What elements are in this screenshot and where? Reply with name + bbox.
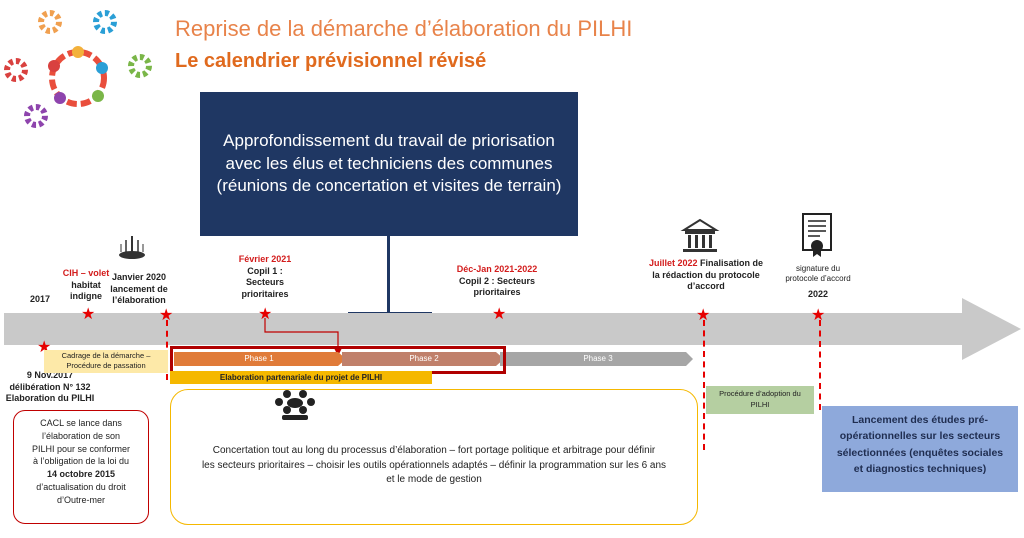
group-people-icon [275, 390, 315, 420]
etudes-box: Lancement des études pré- opérationnelle… [822, 406, 1018, 492]
cadrage-bar: Cadrage de la démarche – Procédure de pa… [44, 350, 168, 373]
cacl-box: CACL se lance dans l’élaboration de son … [13, 410, 149, 524]
phase-1-label: Phase 1 [244, 354, 274, 363]
page-subtitle: Le calendrier prévisionnel révisé [175, 50, 487, 72]
phase-highlight-frame [170, 346, 506, 374]
phases-track [174, 352, 693, 366]
banner-line: (réunions de concertation et visites de … [216, 176, 562, 196]
adoption-box: Procédure d’adoption du PILHI [706, 386, 814, 414]
milestone-jan2020: Janvier 2020 lancement de l’élaboration [110, 272, 168, 306]
milestone-cih: CIH – volet habitat indigne [62, 268, 110, 302]
banner-line: Approfondissement du travail de priorisa… [223, 130, 555, 150]
banner-line: avec les élus et techniciens des commune… [225, 153, 553, 173]
priorisation-banner: Approfondissement du travail de priorisa… [200, 92, 578, 236]
star-icon: ★ [492, 306, 507, 323]
document-icon [802, 213, 832, 257]
flower-logo-icon [4, 10, 152, 128]
star-icon: ★ [258, 306, 273, 323]
dashed-line [819, 320, 821, 410]
page-title: Reprise de la démarche d’élaboration du … [175, 16, 633, 41]
star-icon: ★ [81, 306, 96, 323]
milestone-feb2021: Février 2021 Copil 1 : Secteurs priorita… [238, 254, 292, 300]
milestone-dec2021: Déc-Jan 2021-2022 Copil 2 : Secteurs pri… [456, 264, 538, 298]
concertation-box [170, 389, 698, 525]
phase-2-label: Phase 2 [409, 354, 439, 363]
banner-stem [387, 236, 390, 314]
seed-plant-icon [119, 236, 145, 259]
star-icon: ★ [159, 307, 174, 324]
milestone-signature: signature du protocole d’accord 2022 [785, 264, 851, 299]
concertation-text: Concertation tout au long du processus d… [201, 445, 667, 485]
milestone-nov2017: 9 Nov.2017 délibération N° 132 Elaborati… [5, 370, 95, 404]
milestone-jul2022: Juillet 2022 Finalisation de la rédactio… [648, 258, 764, 292]
building-icon [680, 218, 720, 252]
star-icon: ★ [696, 307, 711, 324]
milestone-2017: 2017 [30, 294, 51, 304]
star-icon: ★ [811, 307, 826, 324]
dashed-line [703, 320, 705, 450]
elaboration-bar: Elaboration partenariale du projet de PI… [170, 371, 432, 384]
phase-3-label: Phase 3 [583, 354, 613, 363]
timeline-arrow [4, 298, 1021, 360]
